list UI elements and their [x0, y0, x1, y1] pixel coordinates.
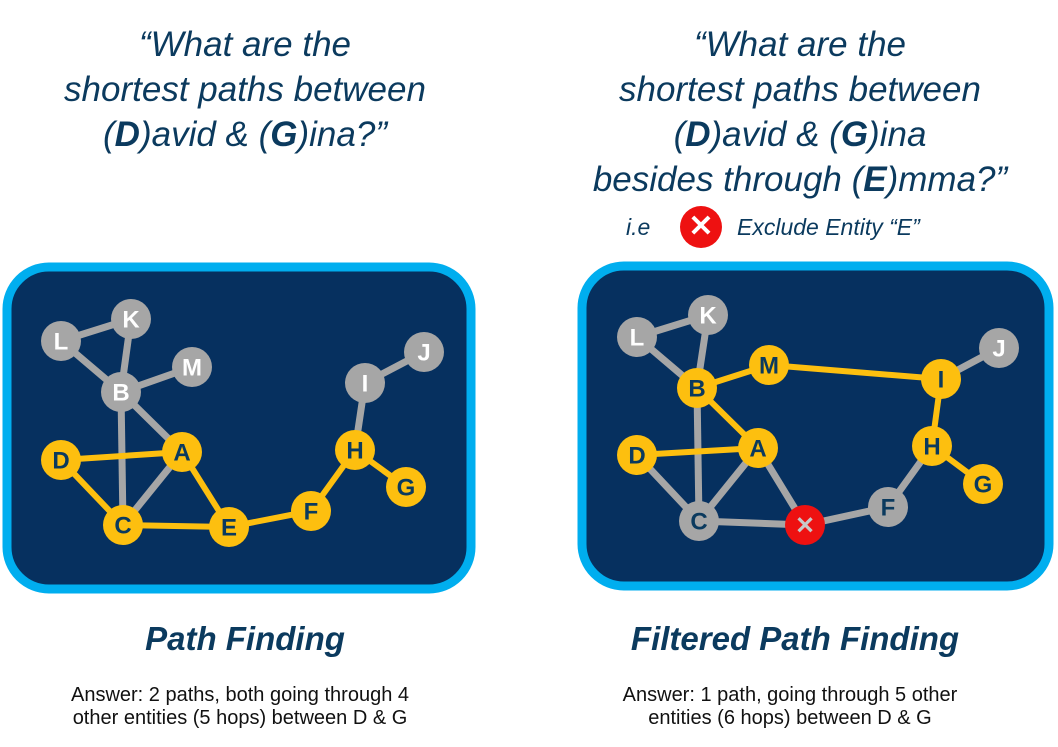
letter-d: D [685, 115, 711, 154]
node-label: H [923, 434, 940, 461]
node-I [921, 359, 961, 399]
answer-line: Answer: 2 paths, both going through 4 [70, 684, 409, 706]
text: )avid & ( [710, 115, 841, 154]
question-line: “What are the [138, 25, 352, 64]
node-label: F [304, 499, 319, 526]
letter-d: D [114, 115, 140, 154]
letter-g: G [840, 115, 869, 154]
letter-e: E [863, 160, 887, 199]
node-B [677, 368, 717, 408]
node-label: D [628, 443, 645, 470]
node-I [345, 363, 385, 403]
question-line: (D)avid & (G)ina [673, 115, 927, 154]
answer-line: other entities (5 hops) between D & G [72, 707, 408, 729]
letter-g: G [270, 115, 298, 154]
question-line: shortest paths between [64, 70, 426, 109]
node-label: K [699, 303, 717, 330]
node-label: E [221, 515, 237, 542]
node-D [617, 435, 657, 475]
edge-D-A [636, 445, 759, 458]
left-title: Path Finding [145, 620, 345, 657]
edge-D-A [60, 449, 183, 463]
right-question: “What are the shortest paths between (D)… [550, 22, 1050, 202]
question-line: besides through (E)mma?” [550, 157, 1050, 202]
node-G [963, 464, 1003, 504]
answer-line: entities (6 hops) between D & G [648, 707, 932, 729]
left-question: “What are the shortest paths between (D)… [20, 22, 470, 157]
node-label: I [938, 367, 945, 394]
node-label: C [690, 509, 707, 536]
text: )ina?” [297, 115, 387, 154]
node-label: M [182, 355, 202, 382]
node-K [111, 299, 151, 339]
edge-B-C [693, 387, 703, 522]
node-label: L [54, 329, 69, 356]
text: besides through ( [592, 160, 864, 199]
node-A [162, 432, 202, 472]
node-J [979, 328, 1019, 368]
node-M [172, 347, 212, 387]
question-line: (D)avid & (G)ina?” [103, 115, 387, 154]
node-K [688, 295, 728, 335]
node-E [209, 507, 249, 547]
node-label: B [112, 380, 129, 407]
node-label: C [114, 513, 131, 540]
node-label: L [630, 325, 645, 352]
edge-M-I [768, 362, 942, 382]
node-G [386, 467, 426, 507]
node-label: A [749, 436, 766, 463]
question-line: “What are the [693, 25, 907, 64]
right-answer: Answer: 1 path, going through 5 other en… [560, 684, 1020, 730]
question-line: shortest paths between [619, 70, 981, 109]
node-C [679, 501, 719, 541]
node-E [785, 505, 825, 545]
text: )ina [868, 115, 927, 154]
node-C [103, 505, 143, 545]
node-A [738, 428, 778, 468]
answer-line: Answer: 1 path, going through 5 other [622, 684, 958, 706]
node-J [404, 332, 444, 372]
node-label: M [759, 353, 779, 380]
node-label: F [881, 495, 896, 522]
node-F [868, 487, 908, 527]
node-label: G [974, 472, 993, 499]
left-answer: Answer: 2 paths, both going through 4 ot… [10, 684, 470, 730]
node-label: K [122, 307, 140, 334]
text: )mma?” [886, 160, 1008, 199]
node-label: H [346, 438, 363, 465]
node-D [41, 440, 81, 480]
right-title: Filtered Path Finding [630, 620, 960, 657]
node-label: B [688, 376, 705, 403]
x-icon: ✕ [795, 513, 815, 540]
node-H [912, 426, 952, 466]
node-label: G [397, 475, 416, 502]
node-label: D [52, 448, 69, 475]
node-L [41, 321, 81, 361]
text: )avid & ( [139, 115, 271, 154]
node-label: J [992, 336, 1005, 363]
x-circle-icon: ✕ [680, 206, 722, 248]
node-L [617, 317, 657, 357]
node-M [749, 345, 789, 385]
exclude-label: Exclude Entity “E” [737, 214, 920, 240]
node-F [291, 491, 331, 531]
node-label: I [362, 371, 369, 398]
ie-label: i.e [626, 214, 651, 240]
node-label: A [173, 440, 190, 467]
node-label: J [417, 340, 430, 367]
node-B [101, 372, 141, 412]
node-H [335, 430, 375, 470]
